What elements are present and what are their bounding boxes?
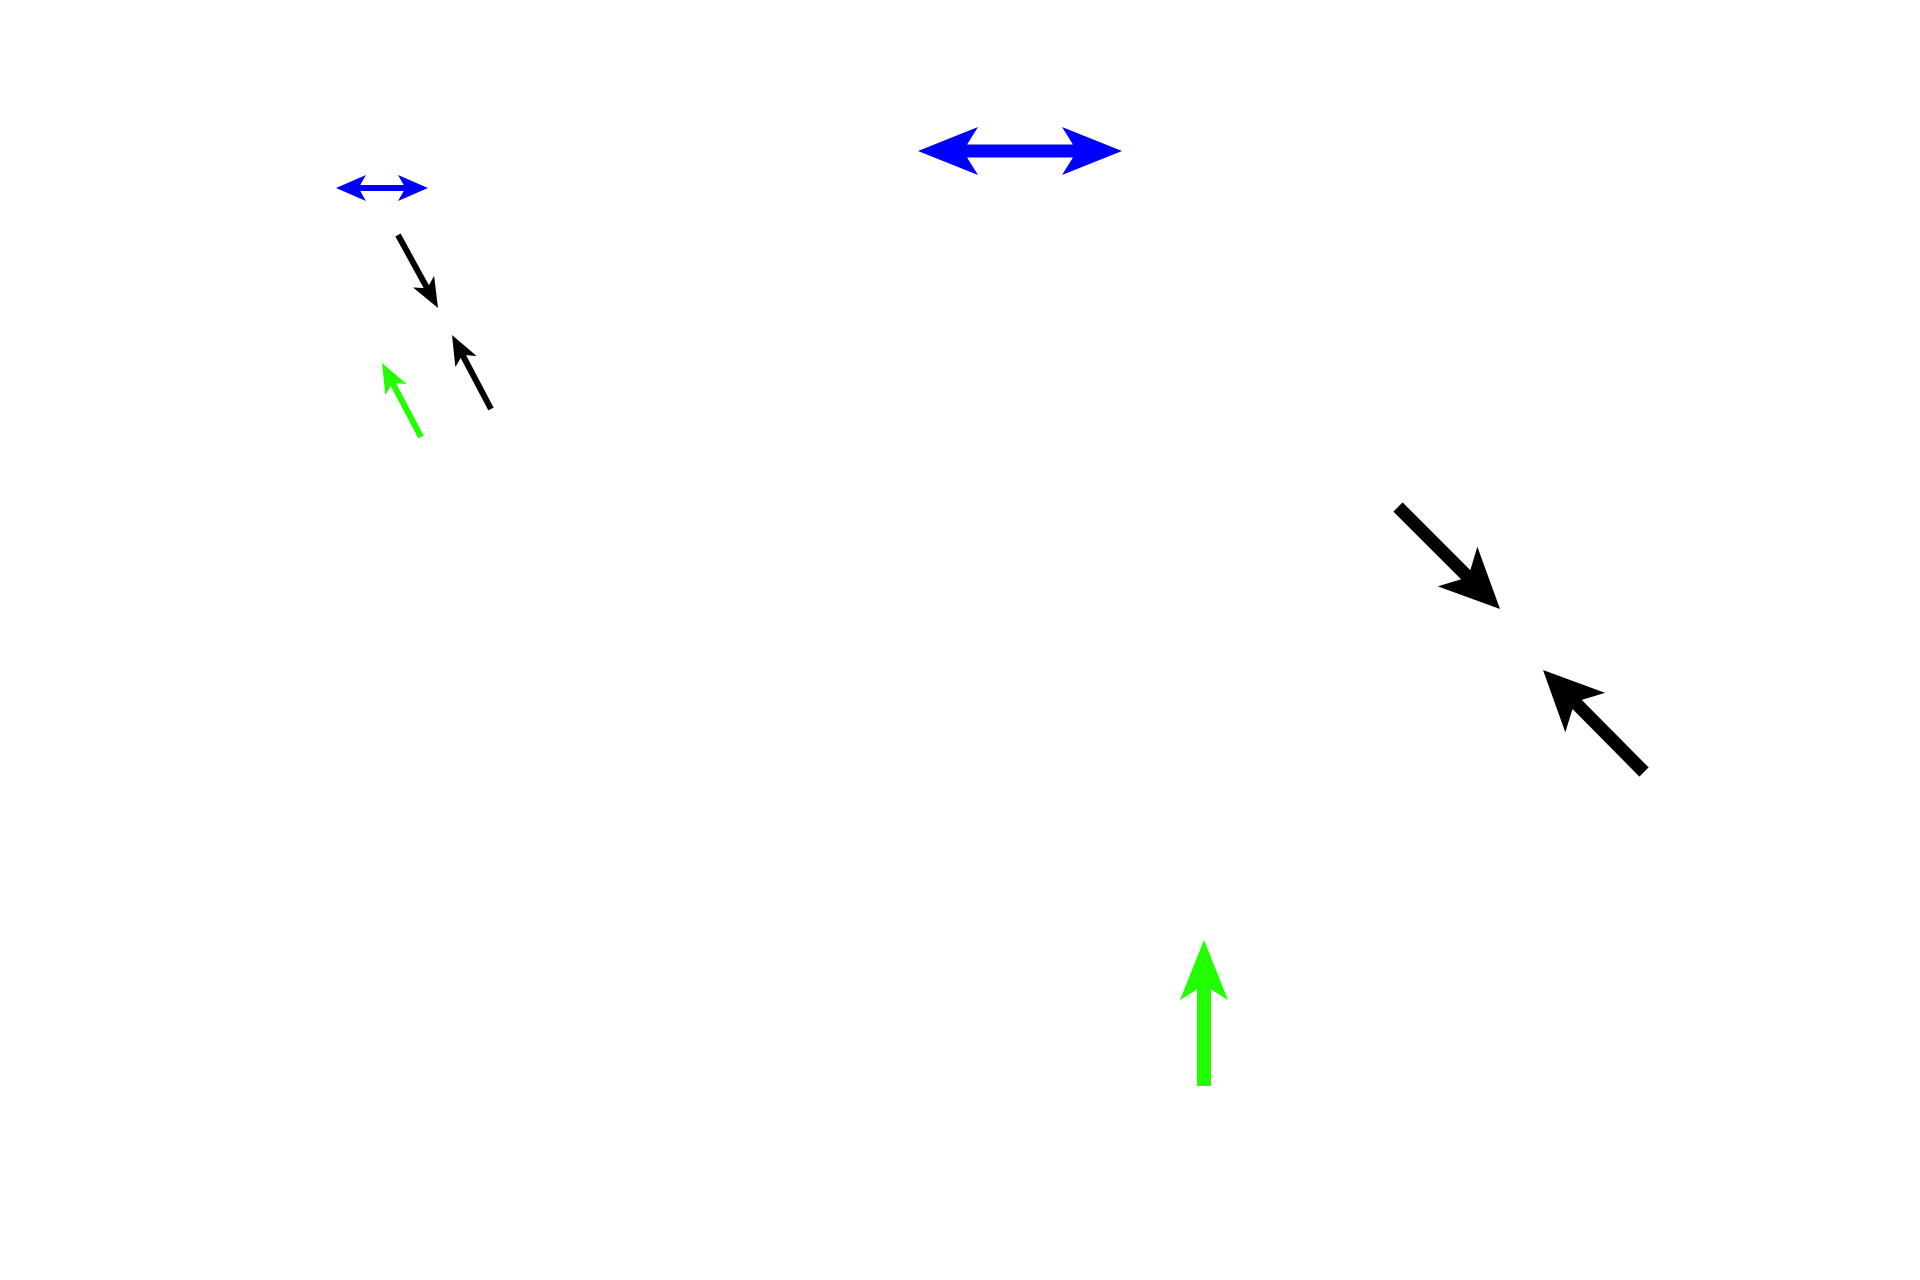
arrow-shaft [395,233,431,292]
small-black-arrow-up-left [452,335,494,411]
arrowhead [398,175,428,201]
large-black-arrow-up-left [1543,670,1649,777]
arrowhead [1062,127,1122,175]
arrowhead [336,175,366,201]
large-blue-double-arrow [918,127,1122,175]
small-black-arrow-down-right [395,233,438,308]
arrowhead [382,363,407,396]
arrowhead [413,275,438,308]
arrow-shaft [1393,502,1475,584]
arrow-shaft [389,380,424,439]
arrowhead [1543,670,1606,733]
arrowhead [918,127,978,175]
large-black-arrow-down-right [1393,502,1500,609]
large-green-arrow-up [1180,940,1228,1086]
small-blue-double-arrow [336,175,428,201]
small-green-arrow-up-left [382,363,424,439]
arrowhead [452,335,477,368]
arrow-shaft [459,352,494,411]
arrow-shaft [1567,695,1649,777]
arrowhead [1180,940,1228,1000]
arrowhead [1437,546,1500,609]
